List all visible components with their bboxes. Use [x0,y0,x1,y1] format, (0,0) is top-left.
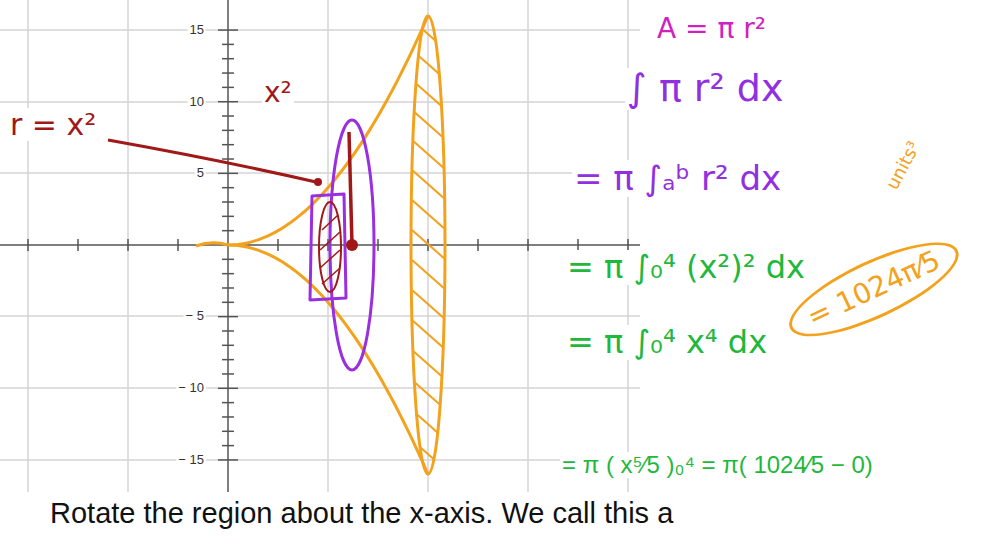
slice-hatching [320,215,340,284]
cross-section-disk [330,120,374,370]
integral-step: ∫ π r² dx [625,68,785,110]
radius-label: r = x² [8,108,98,141]
radius-line [349,132,352,245]
height-label: x² [262,78,294,109]
answer: = 1024π⁄5 [778,224,970,354]
curve-upper [228,16,428,245]
tick-label: 10 [188,95,206,109]
slide-text: Rotate the region about the x-axis. We c… [48,498,675,530]
tick-label: − 10 [176,381,206,395]
integral-step: = π ( x⁵⁄5 )₀⁴ = π( 1024⁄5 − 0) [560,452,875,478]
center-dot [346,239,358,251]
integral-step: = π ∫₀⁴ (x²)² dx [565,250,807,285]
point [314,178,322,186]
axes [0,0,640,492]
tick-label: 5 [195,166,206,180]
curve-stub [196,243,228,246]
curve-lower [228,245,428,474]
units-note: units³ [881,136,925,194]
leader-line [108,140,316,182]
integral-step: = π ∫₀⁴ x⁴ dx [565,325,769,360]
grid [0,0,640,492]
integral-step: = π ∫ₐᵇ r² dx [572,160,783,197]
axis-ticks [28,30,628,460]
slice-face [319,202,341,292]
hatching [412,20,446,500]
tick-label: − 5 [184,309,206,323]
area-formula: A = π r² [655,14,768,45]
disk-slice [310,194,346,300]
end-disk [411,16,445,474]
tick-label: 15 [188,23,206,37]
tick-label: − 15 [176,453,206,467]
